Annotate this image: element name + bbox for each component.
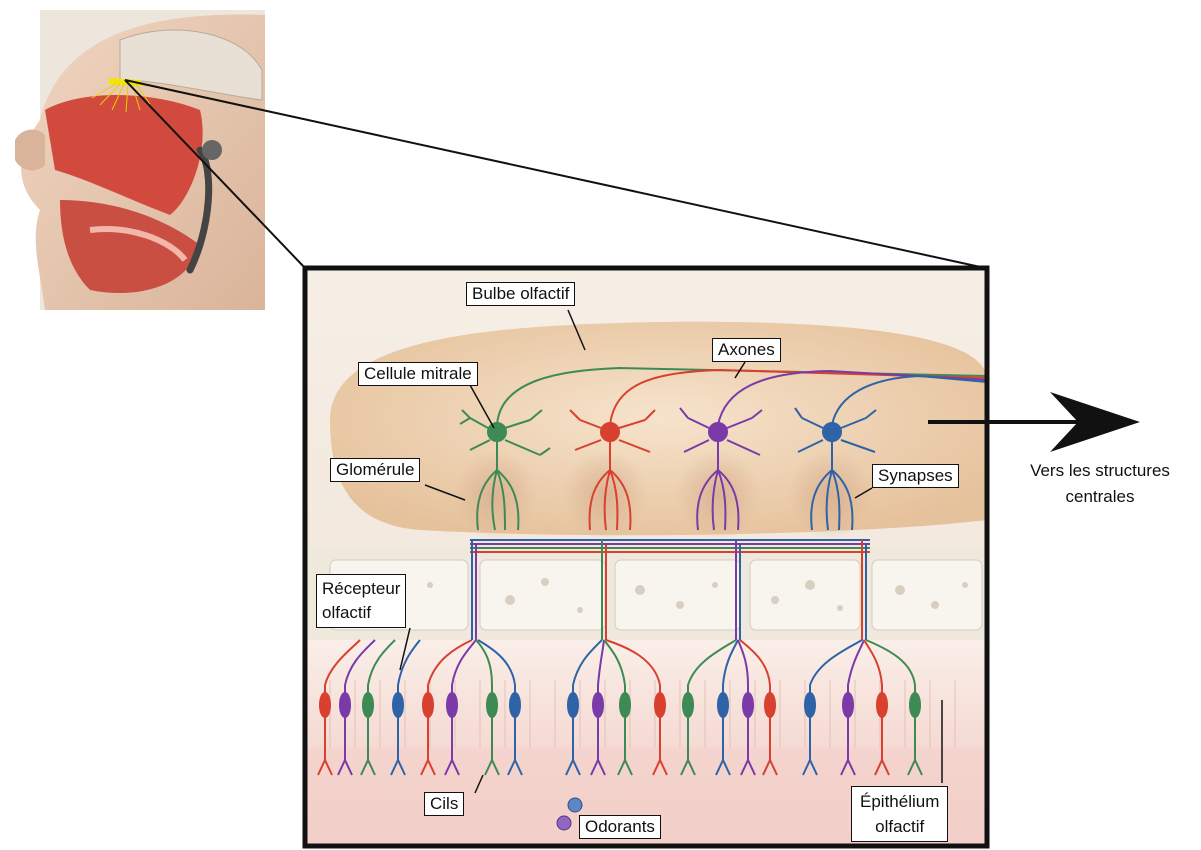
label-axones: Axones <box>712 338 781 362</box>
bone-block-2 <box>480 560 605 630</box>
nose-tip <box>15 130 45 171</box>
label-epithelium-olfactif: Épithélium olfactif <box>851 786 948 842</box>
label-odorants: Odorants <box>579 815 661 839</box>
inset-panel <box>305 268 987 846</box>
tube-opening <box>202 140 222 160</box>
label-epithelium-line1: Épithélium <box>860 789 939 814</box>
label-vers-line2: centrales <box>1005 484 1195 510</box>
label-cellule-mitrale: Cellule mitrale <box>358 362 478 386</box>
bone-block-3 <box>615 560 740 630</box>
label-recepteur-line2: olfactif <box>322 601 400 625</box>
label-recepteur-line1: Récepteur <box>322 577 400 601</box>
olfactory-bulb <box>330 322 987 535</box>
label-vers-line1: Vers les structures <box>1005 458 1195 484</box>
bone-block-5 <box>872 560 982 630</box>
label-synapses: Synapses <box>872 464 959 488</box>
label-vers-structures-centrales: Vers les structures centrales <box>1005 458 1195 510</box>
label-recepteur-olfactif: Récepteur olfactif <box>316 574 406 628</box>
label-glomerule: Glomérule <box>330 458 420 482</box>
head-sagittal-section-image <box>15 10 265 310</box>
label-cils: Cils <box>424 792 464 816</box>
label-bulbe-olfactif: Bulbe olfactif <box>466 282 575 306</box>
label-epithelium-line2: olfactif <box>860 814 939 839</box>
bone-block-4 <box>750 560 860 630</box>
